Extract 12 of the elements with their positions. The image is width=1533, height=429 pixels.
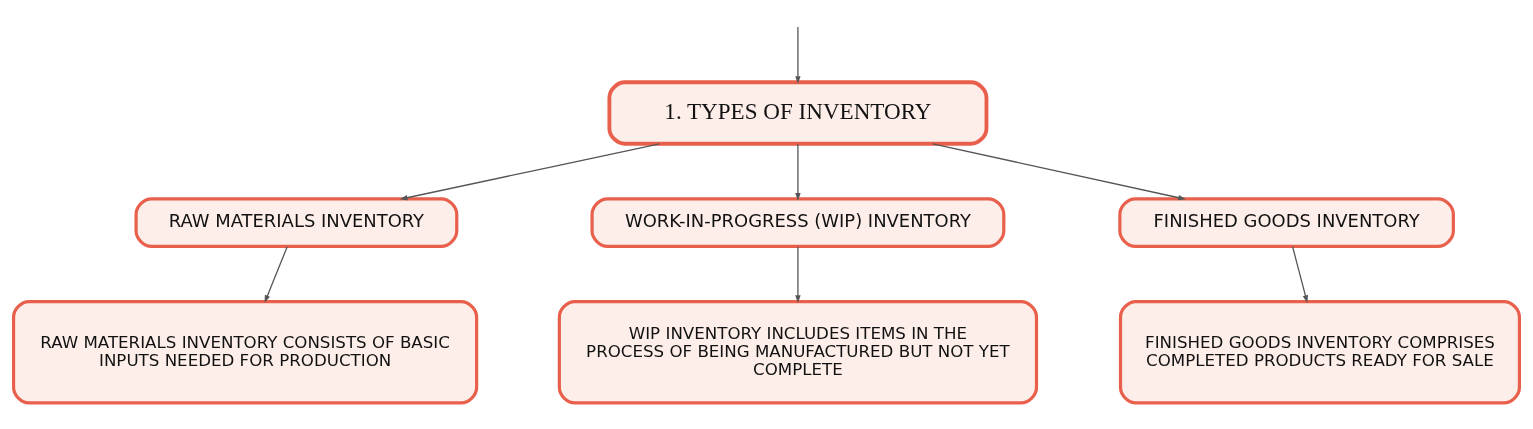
arrow — [795, 143, 801, 201]
arrow — [1291, 246, 1308, 303]
arrow — [399, 143, 661, 201]
node-box: 1. TYPES OF INVENTORY — [607, 80, 989, 146]
arrow — [795, 246, 801, 303]
arrow — [264, 246, 288, 303]
node-box: WORK-IN-PROGRESS (WIP) INVENTORY — [590, 197, 1006, 248]
node-box: FINISHED GOODS INVENTORY COMPRISES COMPLETED PRODUCTS READY FOR SALE — [1118, 299, 1521, 405]
arrow — [932, 143, 1186, 201]
node-box: WIP INVENTORY INCLUDES ITEMS IN THE PROCESS OF BEING MANUFACTURED BUT NOT YET COMPLETE — [557, 299, 1039, 405]
node-box: RAW MATERIALS INVENTORY CONSISTS OF BASIC INPUTS NEEDED FOR PRODUCTION — [12, 299, 479, 405]
arrow — [795, 26, 801, 84]
